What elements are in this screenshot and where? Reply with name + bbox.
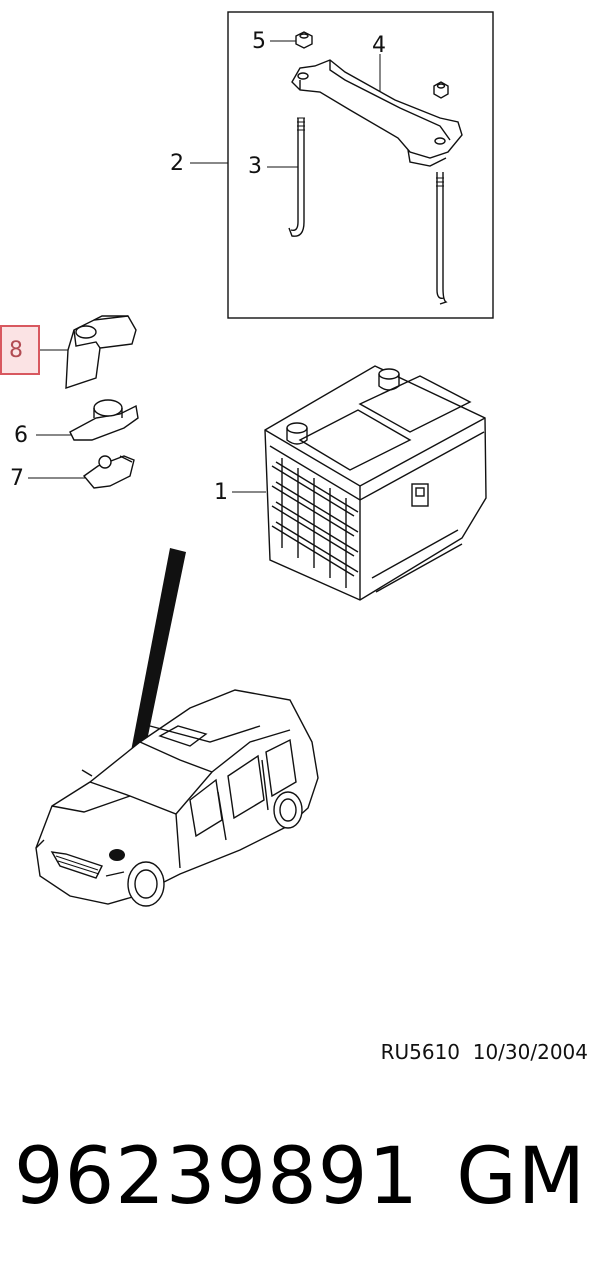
callout-6: 6 <box>14 423 28 448</box>
hold-down-bracket <box>291 59 463 167</box>
battery <box>264 365 487 601</box>
callout-5: 5 <box>252 29 266 54</box>
battery-location-marker <box>109 849 125 861</box>
callout-7: 7 <box>10 466 24 491</box>
brand-name: GM <box>456 1132 586 1222</box>
callout-3: 3 <box>248 154 262 179</box>
diagram-reference: RU5610 10/30/2004 <box>380 1040 588 1064</box>
hold-down-nut <box>295 31 449 99</box>
j-bolt <box>288 117 448 305</box>
callout-2: 2 <box>170 151 184 176</box>
callout-1: 1 <box>214 480 228 505</box>
callout-8: 8 <box>9 338 23 363</box>
highlight-box <box>0 325 40 375</box>
callout-4: 4 <box>372 33 386 58</box>
positive-terminal <box>69 399 139 441</box>
terminal-cover <box>65 315 137 389</box>
vehicle-outline <box>35 689 319 907</box>
inset-frame <box>227 11 494 319</box>
part-number: 96239891 <box>14 1132 420 1222</box>
negative-terminal <box>82 455 135 489</box>
